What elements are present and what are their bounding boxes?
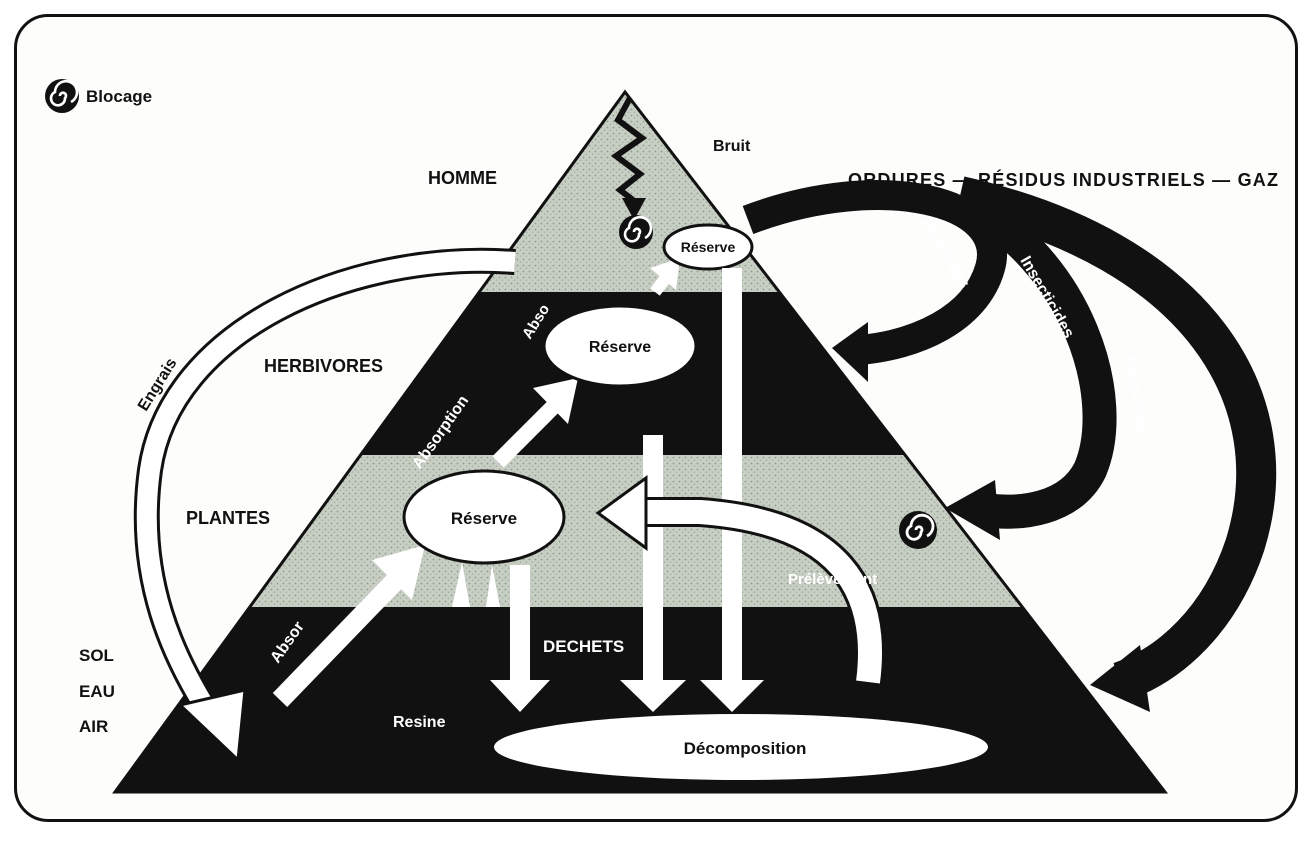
pyramid-outline bbox=[112, 89, 1169, 794]
spiral-icon bbox=[899, 511, 937, 549]
decomposition-label: Décomposition bbox=[684, 739, 807, 758]
industrial-waste-arrow bbox=[955, 176, 1277, 712]
stem-shape bbox=[486, 565, 500, 607]
absorption-arrow-top bbox=[650, 258, 680, 296]
prelevement-label: Prélèvement bbox=[788, 571, 877, 588]
absorption-arrow-mid bbox=[492, 378, 578, 468]
env-eau: EAU bbox=[79, 682, 115, 701]
prelevement-arrow bbox=[595, 475, 885, 684]
spiral-icon bbox=[619, 215, 653, 249]
bruit-label: Bruit bbox=[713, 138, 751, 155]
pesticides-arrow bbox=[742, 180, 1007, 382]
absorption-arrow-low bbox=[272, 545, 425, 707]
spiral-icon bbox=[45, 79, 79, 113]
reserve-plantes-shape bbox=[402, 469, 566, 565]
decomposition-shape bbox=[494, 714, 988, 780]
reserve-homme-label: Réserve bbox=[681, 239, 736, 255]
herbicides-label: Herbicides bbox=[1122, 354, 1150, 437]
legend-label: Blocage bbox=[86, 87, 152, 106]
pollution-banner: ORDURES — RÉSIDUS INDUSTRIELS — GAZ bbox=[848, 169, 1278, 190]
down-arrow-dechets bbox=[490, 565, 550, 712]
env-air: AIR bbox=[79, 717, 108, 736]
reserve-homme-shape bbox=[662, 223, 754, 271]
level-homme: HOMME bbox=[428, 168, 497, 188]
level-dechets: DECHETS bbox=[543, 637, 624, 656]
level-herbivores: HERBIVORES bbox=[264, 356, 383, 376]
env-sol: SOL bbox=[79, 646, 114, 665]
engrais-arrow bbox=[133, 247, 516, 764]
reserve-herbivores-label: Réserve bbox=[589, 339, 651, 356]
down-arrow-homme bbox=[700, 268, 764, 712]
noise-zigzag-icon bbox=[610, 96, 648, 220]
reserve-plantes-label: Réserve bbox=[451, 509, 517, 528]
herbicides-arrow bbox=[945, 184, 1117, 540]
level-plantes: PLANTES bbox=[186, 508, 270, 528]
resine-label: Resine bbox=[393, 714, 446, 731]
reserve-herbivores-shape bbox=[542, 304, 698, 388]
stem-shape bbox=[452, 562, 470, 607]
